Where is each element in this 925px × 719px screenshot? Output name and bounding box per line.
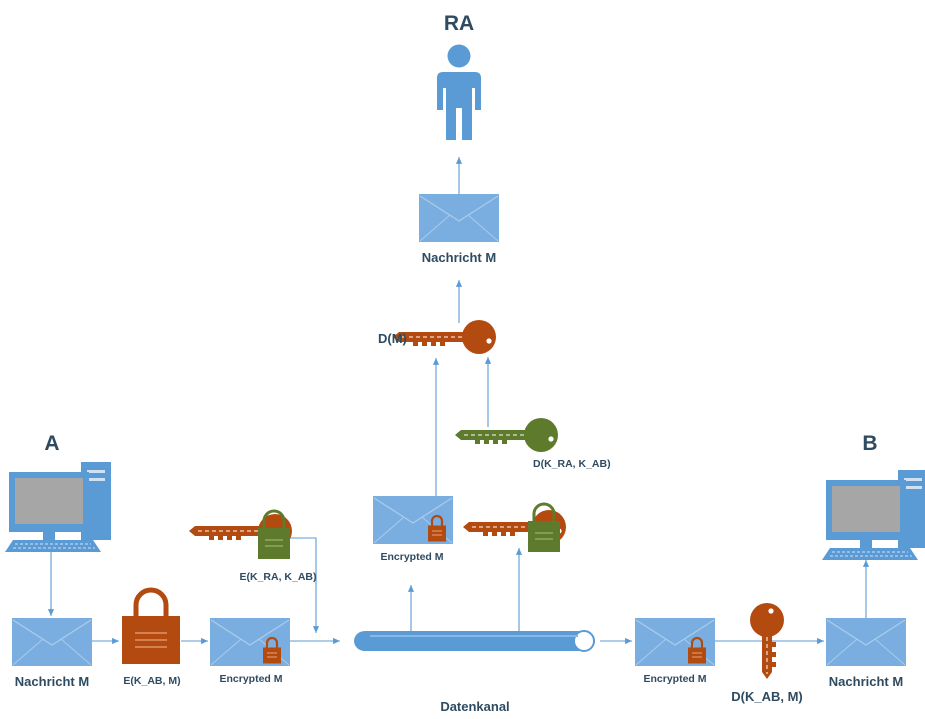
encrypted-mid-label: Encrypted M	[380, 551, 443, 563]
person-icon	[437, 44, 481, 140]
desktop-computer-icon	[4, 461, 112, 553]
b-label: B	[862, 432, 877, 455]
padlock-icon	[122, 587, 180, 664]
nachricht-right-label: Nachricht M	[829, 674, 903, 689]
desktop-computer-icon	[821, 469, 925, 561]
encrypted-right-label: Encrypted M	[643, 673, 706, 685]
e-kra-kab-label: E(K_RA, K_AB)	[239, 571, 316, 583]
ra-label: RA	[444, 12, 474, 35]
d-kra-kab-label: D(K_RA, K_AB)	[533, 458, 611, 470]
key-kab-icon	[750, 603, 784, 679]
d-kab-m-label: D(K_AB, M)	[731, 689, 803, 704]
nachricht-left-label: Nachricht M	[15, 674, 89, 689]
encrypted-left-label: Encrypted M	[219, 673, 282, 685]
green-padlock-icon	[258, 509, 290, 559]
dm-label: D(M)	[378, 331, 407, 346]
data-channel-pipe	[354, 630, 595, 652]
a-label: A	[44, 432, 59, 455]
nachricht-top-label: Nachricht M	[422, 250, 496, 265]
decryption-key-kra-kab-icon	[454, 417, 559, 453]
datenkanal-label: Datenkanal	[440, 699, 509, 714]
envelope-icon	[825, 617, 907, 667]
envelope-icon	[418, 193, 500, 243]
e-kab-m-label: E(K_AB, M)	[123, 675, 180, 687]
decryption-key-dm-icon	[392, 319, 497, 355]
envelope-icon	[11, 617, 93, 667]
green-padlock-icon	[528, 502, 560, 552]
